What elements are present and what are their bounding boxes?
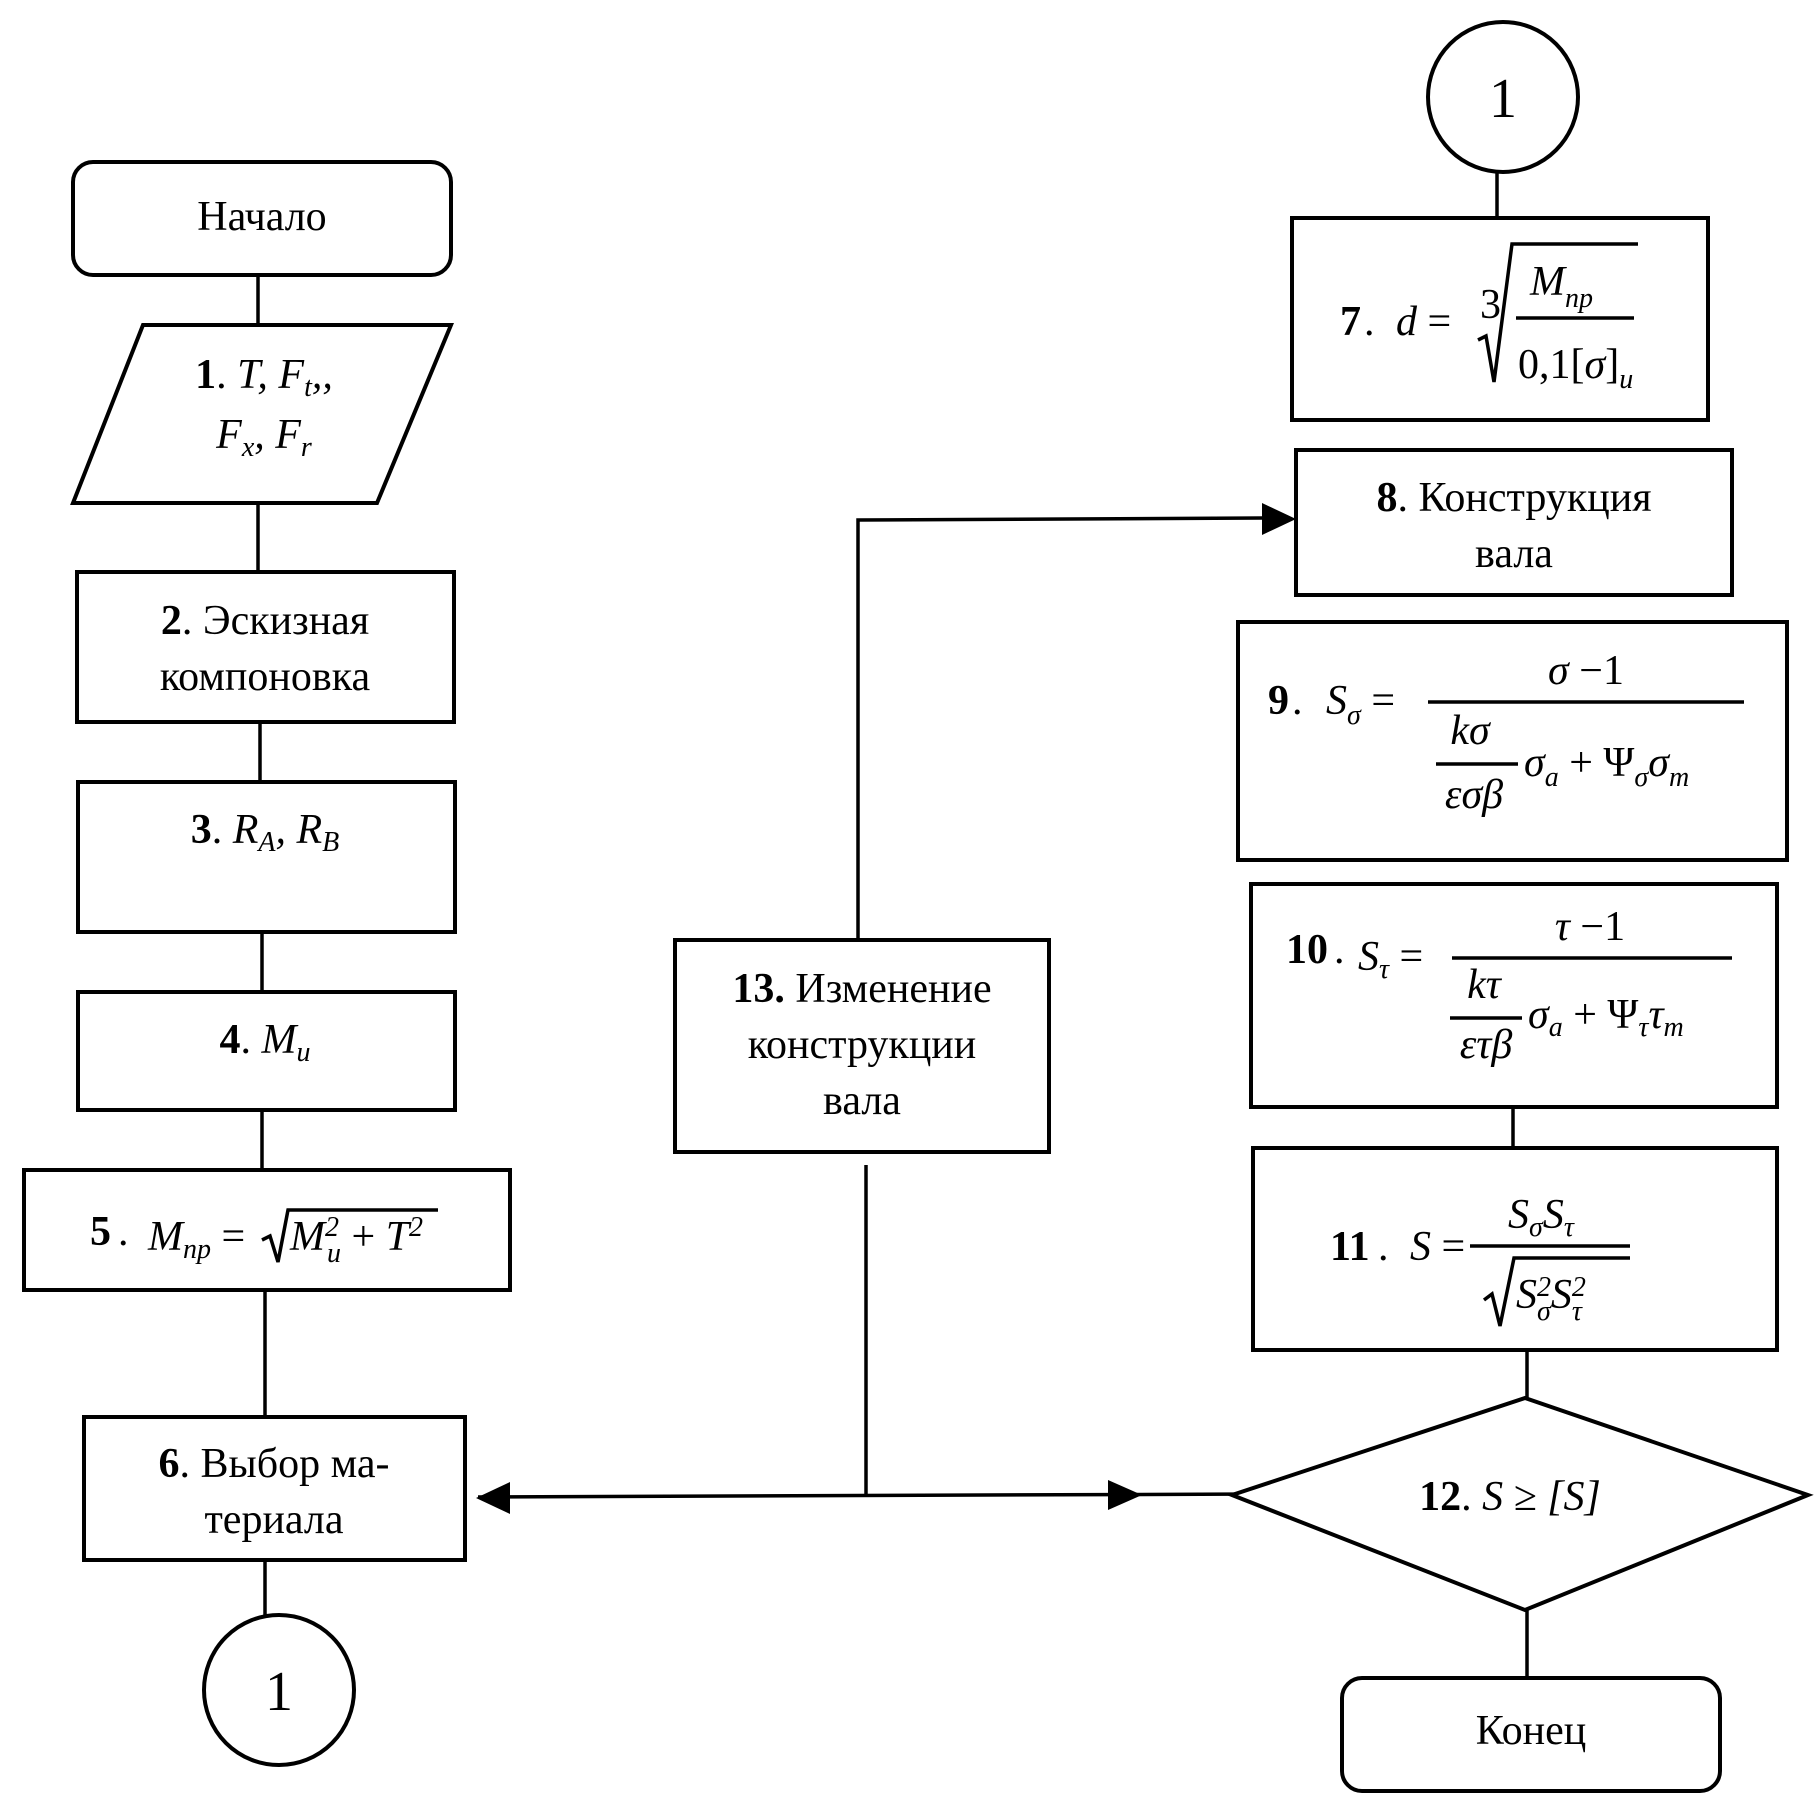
line-13-to-8 [856,516,1263,940]
block-10-process: 10 . Sτ = τ −1 kτ ετβ σa + Ψττm [1249,882,1779,1109]
svg-text:0,1[σ]u: 0,1[σ]u [1518,342,1633,395]
connector-top-label: 1 [1489,68,1517,130]
arrow-into-6 [476,1482,510,1514]
block-4-process: 4. Mu [76,990,457,1112]
svg-text:σa + Ψσσm: σa + Ψσσm [1524,740,1689,793]
block-12-text: 12. S ≥ [S] [1419,1474,1601,1520]
block-13-line3: вала [823,1078,901,1124]
block-10-formula: Sτ = τ −1 kτ ετβ σa + Ψττm [1358,904,1732,1068]
svg-text:d =: d = [1396,299,1451,345]
connector-bottom-label: 1 [265,1661,293,1723]
block-13-process: 13. Изменение конструкции вала [673,938,1051,1154]
svg-text:Sτ =: Sτ = [1358,934,1423,985]
svg-text:.: . [1334,927,1345,973]
block-8-line1: 8. Конструкция [1376,475,1651,521]
arrow-into-12-branch [1108,1480,1142,1510]
arrow-into-8 [1262,503,1296,535]
block-3-text: 3. RA, RB [191,807,340,858]
svg-text:kσ: kσ [1450,708,1492,754]
block-7-formula: d = 3 Mnp 0,1[σ]u [1396,242,1638,395]
block-2-line1: 2. Эскизная [161,598,369,644]
block-6-line1: 6. Выбор ма- [158,1441,389,1487]
svg-text:kτ: kτ [1467,962,1503,1008]
block-3-process: 3. RA, RB [76,780,457,934]
svg-text:σa + Ψττm: σa + Ψττm [1528,992,1684,1043]
block-9-formula: Sσ = σ −1 kσ εσβ σa + Ψσσm [1326,648,1744,818]
svg-text:.: . [118,1209,129,1255]
line-12-to-6 [477,1492,1259,1499]
start-terminal: Начало [71,160,453,277]
svg-text:Sσ =: Sσ = [1326,678,1395,731]
block-13-line2: конструкции [748,1022,977,1068]
block-5-number: 5 [90,1209,111,1255]
block-9-number: 9 [1268,678,1289,724]
block-12-decision: 12. S ≥ [S] [1226,1395,1814,1613]
svg-text:εσβ: εσβ [1445,772,1503,818]
svg-text:.: . [1364,299,1375,345]
block-13-line1: 13. Изменение [732,966,991,1012]
end-terminal: Конец [1340,1676,1722,1793]
block-10-number: 10 [1286,927,1328,973]
block-1-input: 1. T, Ft,, Fx, Fr [70,323,454,505]
svg-text:.: . [1378,1224,1389,1270]
svg-text:3: 3 [1480,282,1501,328]
block-7-number: 7 [1340,299,1361,345]
block-8-line2: вала [1475,531,1553,577]
block-1-line1: 1. T, Ft,, [195,352,333,403]
block-6-line2: териала [204,1497,343,1543]
start-label: Начало [197,194,326,240]
block-6-process: 6. Выбор ма- териала [82,1415,467,1562]
svg-text:.: . [1292,678,1303,724]
block-11-number: 11 [1330,1224,1370,1270]
svg-text:SσSτ: SσSτ [1508,1192,1575,1243]
svg-text:Mnp =: Mnp = [147,1214,245,1265]
connector-lines [256,172,1529,1678]
svg-text:σ −1: σ −1 [1548,648,1624,694]
block-4-text: 4. Mu [220,1017,311,1068]
svg-text:S =: S = [1410,1224,1465,1270]
svg-text:ετβ: ετβ [1460,1022,1513,1068]
connector-bottom: 1 [202,1613,356,1767]
svg-text:M2u + T2: M2u + T2 [289,1212,423,1269]
block-2-line2: компоновка [160,654,371,700]
connector-top: 1 [1426,20,1580,174]
block-8-process: 8. Конструкция вала [1294,448,1734,597]
block-1-line2: Fx, Fr [215,412,312,463]
svg-text:Mnp: Mnp [1529,259,1593,314]
block-9-process: 9 . Sσ = σ −1 kσ εσβ σa + Ψσσm [1236,620,1789,862]
end-label: Конец [1476,1708,1587,1754]
block-2-process: 2. Эскизная компоновка [75,570,456,724]
svg-text:τ −1: τ −1 [1555,904,1625,950]
block-7-process: 7 . d = 3 Mnp 0,1[σ]u [1290,216,1710,422]
